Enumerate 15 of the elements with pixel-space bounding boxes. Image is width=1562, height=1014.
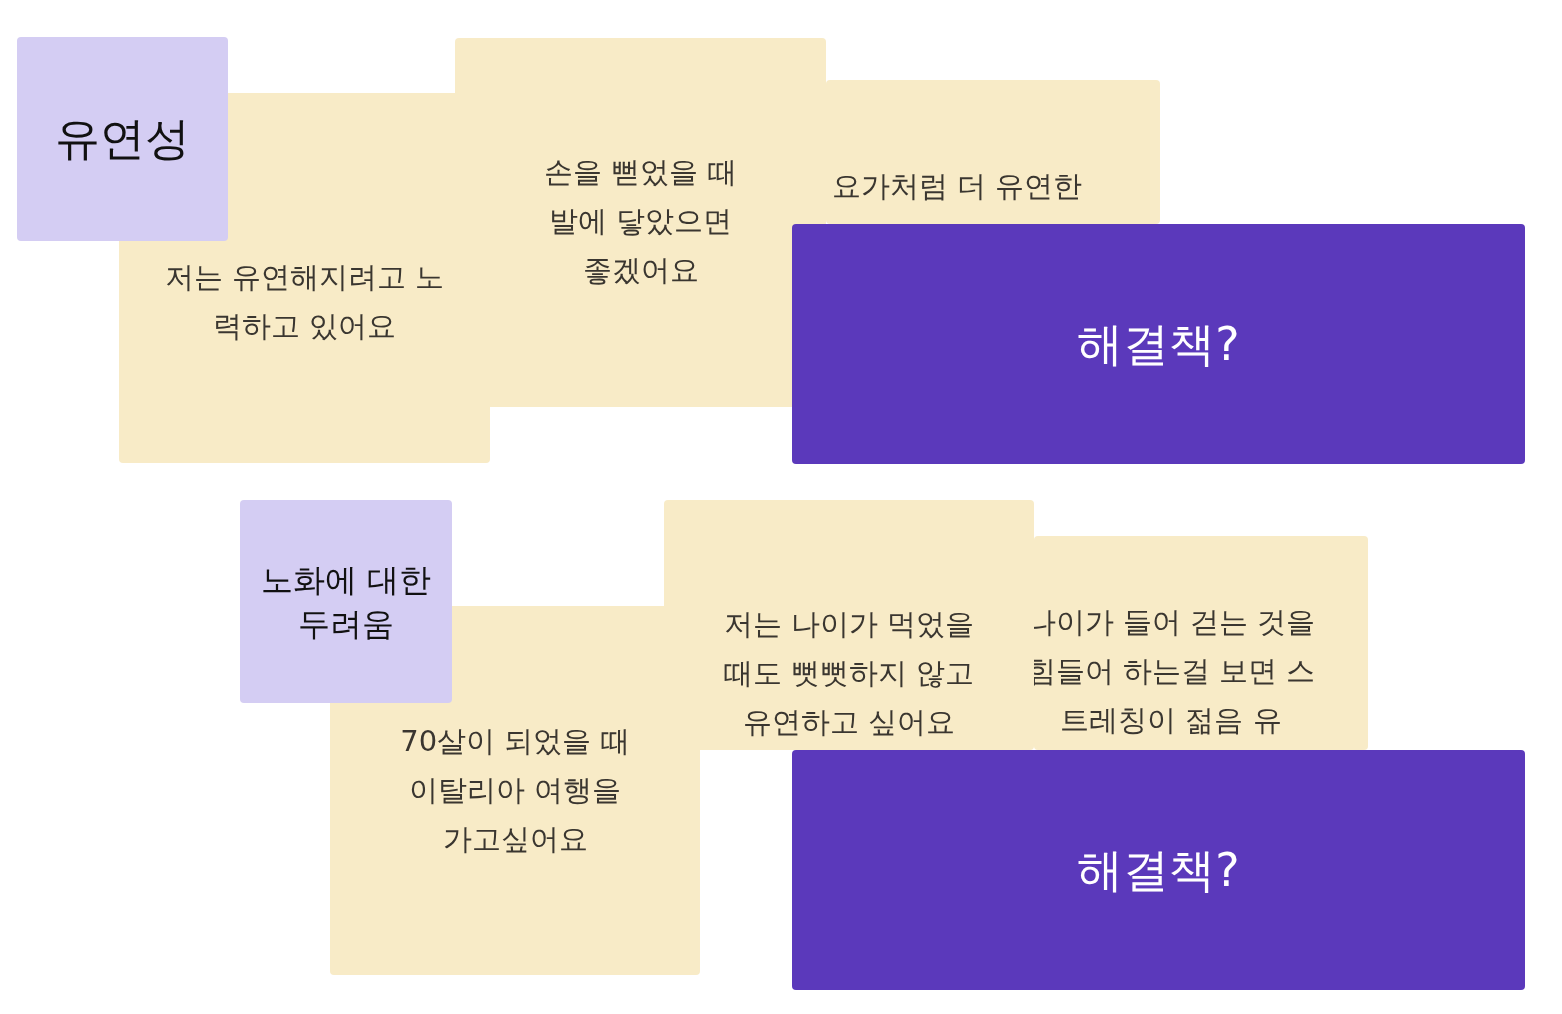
note-text: 손을 뻗었을 때 발에 닿았으면 좋겠어요 [543,154,738,289]
note-text: 요가처럼 더 유연한 [831,168,1083,205]
question-panel [792,224,1525,464]
sticky-note [826,80,1160,224]
question-label: 해결책? [1077,842,1240,898]
topic-label: 유연성 [55,111,190,167]
note-text: 저는 나이가 먹었을 때도 뻣뻣하지 않고 유연하고 싶어요 [722,606,976,741]
question-label: 해결책? [1077,316,1240,372]
topic-card [240,500,452,703]
topic-label: 노화에 대한 두려움 [259,559,433,645]
note-text: 저는 유연해지려고 노력하고 있어요 [163,259,446,345]
note-text: 70살이 되었을 때 이탈리아 여행을 가고싶어요 [399,723,631,858]
topic-card [17,37,228,241]
sticky-note [1034,536,1368,750]
question-panel [792,750,1525,990]
